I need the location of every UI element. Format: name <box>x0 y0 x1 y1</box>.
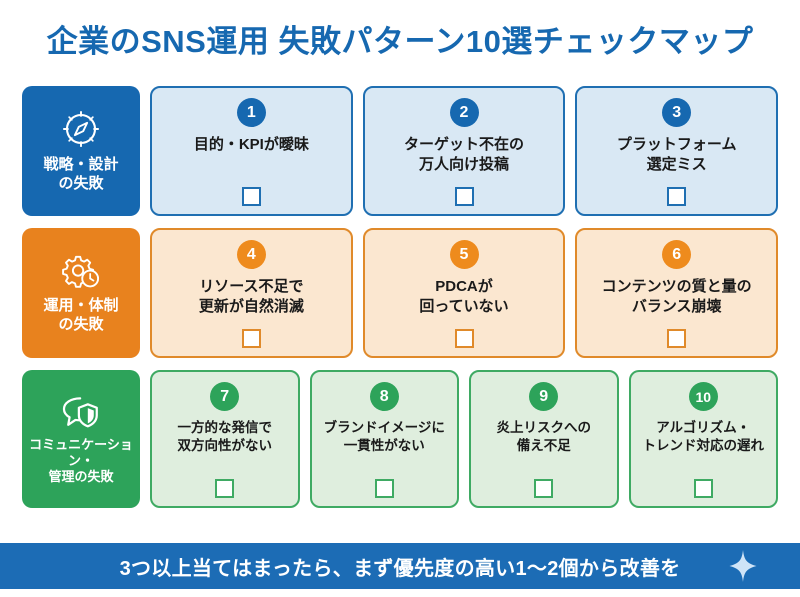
card-number-badge: 2 <box>449 98 479 127</box>
card-number-badge: 8 <box>369 382 399 411</box>
category-tile-strategy[interactable]: 戦略・設計 の失敗 <box>22 86 140 216</box>
checklist-grid: 戦略・設計 の失敗 1 目的・KPIが曖昧 2 ターゲット不在の 万人向け投稿 … <box>22 86 779 520</box>
category-label: コミュニケーション・ 管理の失敗 <box>29 436 133 485</box>
card-text: 目的・KPIが曖昧 <box>193 136 309 153</box>
checklist-card[interactable]: 8 ブランドイメージに 一貫性がない <box>309 370 459 508</box>
category-row-strategy: 戦略・設計 の失敗 1 目的・KPIが曖昧 2 ターゲット不在の 万人向け投稿 … <box>22 86 779 216</box>
card-text: プラットフォーム 選定ミス <box>616 136 737 173</box>
category-tile-operations[interactable]: 運用・体制 の失敗 <box>22 228 140 358</box>
card-checkbox[interactable] <box>454 329 474 348</box>
card-number-badge: 9 <box>529 382 559 411</box>
card-number-badge: 10 <box>688 382 718 411</box>
card-number-badge: 3 <box>662 98 692 127</box>
card-checkbox[interactable] <box>241 329 261 348</box>
card-text: リソース不足で 更新が自然消滅 <box>198 278 304 315</box>
card-checkbox[interactable] <box>454 187 474 206</box>
checklist-card[interactable]: 7 一方的な発信で 双方向性がない <box>150 370 300 508</box>
category-label: 戦略・設計 の失敗 <box>43 156 119 192</box>
category-row-communication: コミュニケーション・ 管理の失敗 7 一方的な発信で 双方向性がない 8 ブラン… <box>22 370 778 508</box>
checklist-card[interactable]: 1 目的・KPIが曖昧 <box>150 86 353 216</box>
card-number-badge: 7 <box>210 382 240 411</box>
checklist-card[interactable]: 2 ターゲット不在の 万人向け投稿 <box>362 86 566 216</box>
category-row-operations: 運用・体制 の失敗 4 リソース不足で 更新が自然消滅 5 PDCAが 回ってい… <box>22 228 779 358</box>
checklist-card[interactable]: 6 コンテンツの質と量の バランス崩壊 <box>575 228 779 358</box>
card-checkbox[interactable] <box>667 329 687 348</box>
card-checkbox[interactable] <box>374 479 394 498</box>
card-checkbox[interactable] <box>534 479 554 498</box>
footer-banner: 3つ以上当てはまったら、まず優先度の高い1〜2個から改善を <box>0 543 800 589</box>
card-text: コンテンツの質と量の バランス崩壊 <box>601 278 752 315</box>
card-text: 一方的な発信で 双方向性がない <box>177 420 273 453</box>
speech-shield-icon <box>58 393 104 431</box>
card-checkbox[interactable] <box>215 479 235 498</box>
card-number-badge: 6 <box>662 240 692 269</box>
card-checkbox[interactable] <box>241 187 261 206</box>
page-title-bar: 企業のSNS運用 失敗パターン10選チェックマップ <box>0 12 800 70</box>
sparkle-icon <box>728 549 758 583</box>
card-text: ブランドイメージに 一貫性がない <box>323 420 445 453</box>
compass-icon <box>60 108 102 150</box>
card-group-strategy: 1 目的・KPIが曖昧 2 ターゲット不在の 万人向け投稿 3 プラットフォーム… <box>150 86 779 216</box>
category-label: 運用・体制 の失敗 <box>43 297 119 333</box>
card-text: アルゴリズム・ トレンド対応の遅れ <box>642 420 765 453</box>
category-tile-communication[interactable]: コミュニケーション・ 管理の失敗 <box>22 370 140 508</box>
checklist-card[interactable]: 10 アルゴリズム・ トレンド対応の遅れ <box>628 370 778 508</box>
card-number-badge: 1 <box>236 98 266 127</box>
checklist-card[interactable]: 3 プラットフォーム 選定ミス <box>575 86 779 216</box>
page-title: 企業のSNS運用 失敗パターン10選チェックマップ <box>46 23 754 59</box>
footer-text: 3つ以上当てはまったら、まず優先度の高い1〜2個から改善を <box>119 557 681 580</box>
card-checkbox[interactable] <box>667 187 687 206</box>
card-group-operations: 4 リソース不足で 更新が自然消滅 5 PDCAが 回っていない 6 コンテンツ… <box>150 228 779 358</box>
card-checkbox[interactable] <box>693 479 713 498</box>
card-group-communication: 7 一方的な発信で 双方向性がない 8 ブランドイメージに 一貫性がない 9 炎… <box>150 370 778 508</box>
checklist-card[interactable]: 9 炎上リスクへの 備え不足 <box>469 370 619 508</box>
checklist-card[interactable]: 4 リソース不足で 更新が自然消滅 <box>150 228 353 358</box>
gear-clock-icon <box>59 251 103 291</box>
card-text: 炎上リスクへの 備え不足 <box>496 420 592 453</box>
card-number-badge: 4 <box>236 240 266 269</box>
card-text: ターゲット不在の 万人向け投稿 <box>404 136 525 173</box>
checklist-card[interactable]: 5 PDCAが 回っていない <box>362 228 566 358</box>
card-text: PDCAが 回っていない <box>419 278 509 315</box>
card-number-badge: 5 <box>449 240 479 269</box>
